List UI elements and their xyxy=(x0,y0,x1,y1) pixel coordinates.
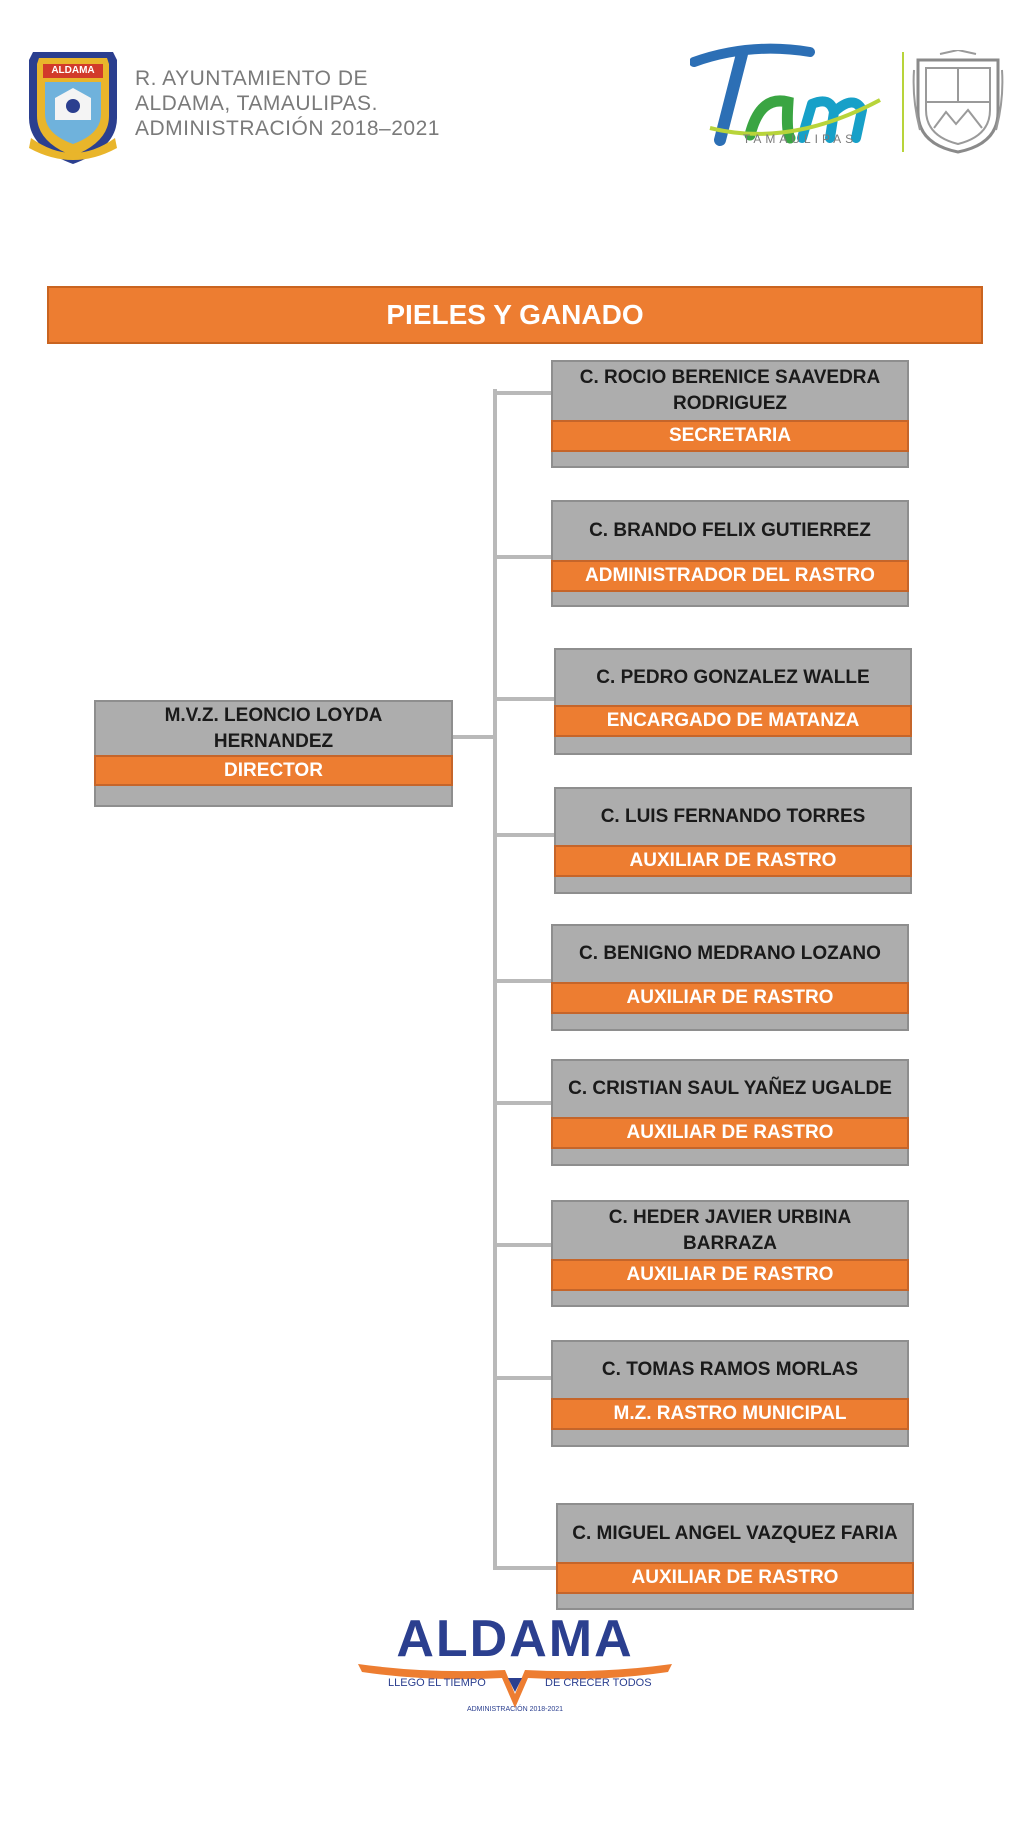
staff-role: AUXILIAR DE RASTRO xyxy=(556,1562,914,1594)
staff-role: AUXILIAR DE RASTRO xyxy=(554,845,912,877)
header-line-1: R. AYUNTAMIENTO DE xyxy=(135,67,369,90)
staff-box: C. BRANDO FELIX GUTIERREZ ADMINISTRADOR … xyxy=(551,500,909,607)
aldama-shield-logo: ALDAMA xyxy=(25,48,121,166)
page-title: PIELES Y GANADO xyxy=(47,286,983,344)
connector-branch xyxy=(493,391,551,395)
footer-logo-word: ALDAMA xyxy=(396,1610,634,1668)
connector-branch xyxy=(493,697,554,701)
connector-branch xyxy=(493,555,551,559)
header-text: R. AYUNTAMIENTO DE ALDAMA, TAMAULIPAS. A… xyxy=(135,66,440,141)
staff-box: C. PEDRO GONZALEZ WALLE ENCARGADO DE MAT… xyxy=(554,648,912,755)
staff-name: C. ROCIO BERENICE SAAVEDRA RODRIGUEZ xyxy=(579,367,881,414)
footer-slogan-right: DE CRECER TODOS xyxy=(545,1677,652,1689)
staff-box: C. ROCIO BERENICE SAAVEDRA RODRIGUEZ SEC… xyxy=(551,360,909,468)
connector-branch xyxy=(493,1101,551,1105)
staff-name: C. HEDER JAVIER URBINA BARRAZA xyxy=(608,1206,852,1254)
staff-role: ENCARGADO DE MATANZA xyxy=(554,705,912,737)
staff-name: C. BRANDO FELIX GUTIERREZ xyxy=(589,520,871,541)
aldama-shield-label: ALDAMA xyxy=(51,65,95,76)
staff-name: C. BENIGNO MEDRANO LOZANO xyxy=(579,943,881,964)
staff-role: AUXILIAR DE RASTRO xyxy=(551,982,909,1014)
footer-admin: ADMINISTRACIÓN 2018-2021 xyxy=(466,1706,564,1713)
connector-branch xyxy=(493,1376,551,1380)
staff-name: C. TOMAS RAMOS MORLAS xyxy=(601,1359,859,1380)
staff-name: C. LUIS FERNANDO TORRES xyxy=(600,806,866,827)
director-box: M.V.Z. LEONCIO LOYDA HERNANDEZ DIRECTOR xyxy=(94,700,453,807)
connector-branch xyxy=(493,833,554,837)
director-name: M.V.Z. LEONCIO LOYDA HERNANDEZ xyxy=(164,704,383,752)
header-line-3: ADMINISTRACIÓN 2018–2021 xyxy=(135,117,440,140)
tamaulipas-coat-of-arms xyxy=(912,48,1004,156)
staff-role: SECRETARIA xyxy=(551,420,909,452)
tam-logo: TAMAULIPAS xyxy=(689,40,895,152)
connector-branch xyxy=(493,1566,556,1570)
director-role: DIRECTOR xyxy=(94,755,453,786)
staff-box: C. BENIGNO MEDRANO LOZANO AUXILIAR DE RA… xyxy=(551,924,909,1031)
staff-box: C. TOMAS RAMOS MORLAS M.Z. RASTRO MUNICI… xyxy=(551,1340,909,1447)
aldama-footer-logo: ALDAMA LLEGO EL TIEMPO DE CRECER TODOS A… xyxy=(350,1612,680,1722)
logo-divider xyxy=(902,52,904,152)
staff-name: C. PEDRO GONZALEZ WALLE xyxy=(596,666,870,688)
connector-branch xyxy=(493,1243,551,1247)
staff-name: C. MIGUEL ANGEL VAZQUEZ FARIA xyxy=(572,1522,898,1544)
staff-box: C. LUIS FERNANDO TORRES AUXILIAR DE RAST… xyxy=(554,787,912,894)
header-line-2: ALDAMA, TAMAULIPAS. xyxy=(135,92,378,115)
staff-name: C. CRISTIAN SAUL YAÑEZ UGALDE xyxy=(568,1078,892,1099)
connector-director xyxy=(453,735,497,739)
staff-role: M.Z. RASTRO MUNICIPAL xyxy=(551,1398,909,1430)
tam-logo-subtitle: TAMAULIPAS xyxy=(742,132,858,146)
staff-role: ADMINISTRADOR DEL RASTRO xyxy=(551,560,909,592)
staff-box: C. HEDER JAVIER URBINA BARRAZA AUXILIAR … xyxy=(551,1200,909,1307)
connector-branch xyxy=(493,979,551,983)
staff-box: C. CRISTIAN SAUL YAÑEZ UGALDE AUXILIAR D… xyxy=(551,1059,909,1166)
footer-slogan-left: LLEGO EL TIEMPO xyxy=(388,1677,486,1689)
staff-role: AUXILIAR DE RASTRO xyxy=(551,1259,909,1291)
staff-role: AUXILIAR DE RASTRO xyxy=(551,1117,909,1149)
staff-box: C. MIGUEL ANGEL VAZQUEZ FARIA AUXILIAR D… xyxy=(556,1503,914,1610)
